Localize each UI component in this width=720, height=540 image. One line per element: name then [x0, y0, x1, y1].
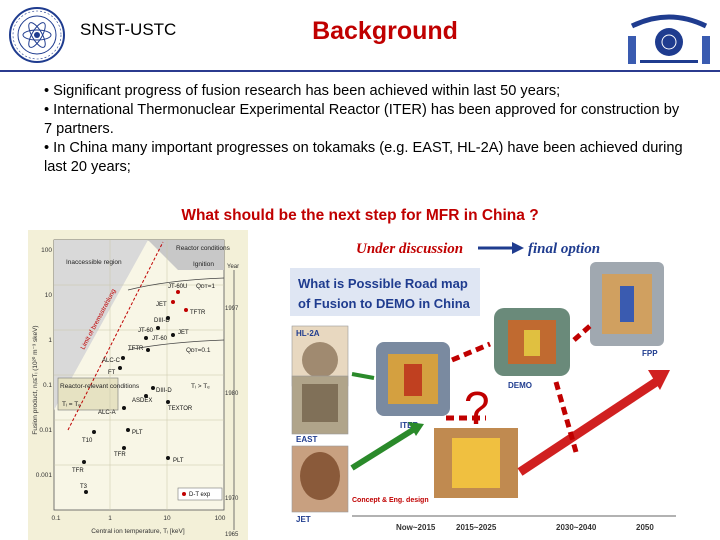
machine-label: JET	[156, 302, 167, 308]
year-tick: 1970	[225, 496, 239, 502]
machine-label: JT-60	[138, 328, 154, 334]
region-label: Qᴅᴛ=1	[196, 283, 215, 290]
machine-label: TEXTOR	[168, 406, 193, 412]
machine-label: ITER	[400, 421, 418, 430]
region-label: Tᵢ > Tₑ	[191, 383, 210, 390]
header-rule	[0, 70, 720, 72]
x-tick-label: 1	[108, 515, 112, 522]
machine-label: DEMO	[508, 381, 532, 390]
machine-label: DIII-D	[154, 318, 170, 324]
machine-label: JT-60U	[168, 284, 187, 290]
timeline-label: 2015~2025	[456, 523, 497, 532]
machine-label: T10	[82, 438, 93, 444]
machine-label: TFTR	[128, 346, 144, 352]
timeline-label: 2050	[636, 523, 654, 532]
x-tick-label: 10	[163, 515, 171, 522]
machine-label: ASDEX	[132, 398, 152, 404]
timeline-label: 2030~2040	[556, 523, 597, 532]
under-discussion-label: Under discussion	[356, 241, 463, 257]
x-tick-label: 0.1	[51, 515, 60, 522]
machine-label: JET	[178, 330, 189, 336]
bullet-item: • In China many important progresses on …	[44, 140, 683, 175]
roadmap-title-line2: of Fusion to DEMO in China	[298, 296, 471, 311]
machine-label: T3	[80, 484, 88, 490]
bullet-item: • Significant progress of fusion researc…	[44, 83, 561, 99]
organization-label: SNST-USTC	[80, 20, 177, 39]
institute-logo-icon	[628, 14, 710, 64]
year-tick: 1997	[225, 306, 239, 312]
region-label: Qᴅᴛ=0.1	[186, 347, 211, 354]
ustc-seal-logo-icon	[9, 7, 65, 63]
y-tick-label: 100	[41, 247, 52, 254]
region-label: Inaccessible region	[66, 259, 122, 266]
final-option-label: final option	[528, 241, 600, 257]
question-mark: ?	[464, 382, 490, 434]
design-label: Concept & Eng. design	[352, 497, 429, 504]
machine-label: PLT	[173, 458, 184, 464]
region-label: Reactor conditions	[176, 245, 231, 252]
y-tick-label: 10	[45, 292, 53, 299]
roadmap-title-line1: What is Possible Road map	[298, 276, 468, 291]
y-axis-label: Fusion product, nᵢτᴇTᵢ (10²⁰ m⁻³ skeV)	[31, 325, 39, 434]
machine-label: ALC-A	[98, 410, 116, 416]
machine-label: PLT	[132, 430, 143, 436]
machine-label: EAST	[296, 435, 317, 444]
machine-label: JT-60	[152, 336, 168, 342]
region-label: Ignition	[193, 261, 214, 268]
x-tick-label: 100	[215, 515, 226, 522]
year-tick: 1965	[225, 532, 239, 538]
bullet-item: • International Thermonuclear Experiment…	[44, 102, 680, 137]
y-tick-label: 1	[48, 337, 52, 344]
y-tick-label: 0.01	[39, 427, 52, 434]
machine-label: FT	[108, 370, 116, 376]
year-tick: 1980	[225, 391, 239, 397]
region-label: Reactor-relevant conditions	[60, 383, 140, 390]
machine-label: HL-2A	[296, 329, 320, 338]
region-label: Tᵢ = Tₑ	[62, 401, 81, 408]
year-axis-label: Year	[227, 264, 239, 270]
machine-label: FPP	[642, 349, 658, 358]
y-tick-label: 0.1	[43, 382, 52, 389]
slide-title: Background	[312, 17, 458, 45]
x-axis-label: Central ion temperature, Tᵢ [keV]	[91, 528, 185, 535]
slide-header: SNST-USTC Background	[0, 0, 720, 72]
machine-label: ALC-C	[102, 358, 121, 364]
machine-label: DIII-D	[156, 388, 172, 394]
machine-label: JET	[296, 515, 311, 524]
machine-label: TFR	[114, 452, 126, 458]
legend-label: D-T exp	[189, 492, 211, 498]
y-tick-label: 0.001	[36, 472, 53, 479]
machine-label: TFTR	[190, 310, 206, 316]
key-question: What should be the next step for MFR in …	[181, 207, 539, 224]
timeline-label: Now~2015	[396, 523, 436, 532]
machine-label: TFR	[72, 468, 84, 474]
bullet-list: • Significant progress of fusion researc…	[44, 82, 684, 177]
fusion-roadmap-figure: Under discussion final option What is Po…	[256, 232, 690, 538]
fusion-progress-figure: Year 1997 1980 1970 1965 100 10 1 0.1 0.…	[28, 230, 248, 540]
